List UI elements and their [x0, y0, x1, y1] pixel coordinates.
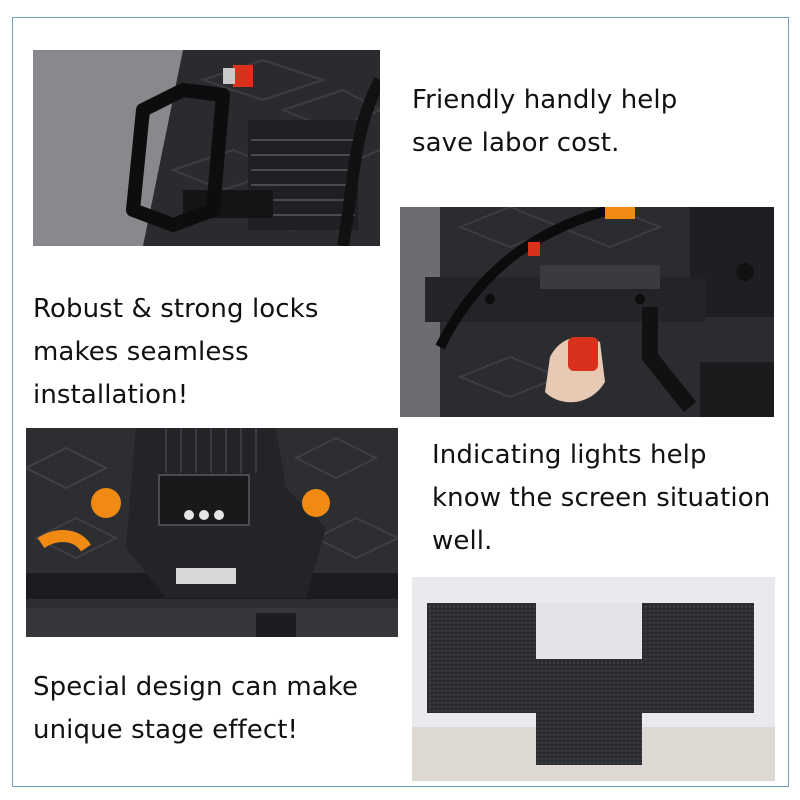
locks-caption-line: installation!: [33, 380, 189, 410]
lights-caption-line: Indicating lights help: [432, 440, 707, 470]
lights-caption-line: know the screen situation: [432, 483, 771, 513]
stage-caption-line: Special design can make: [33, 672, 359, 702]
handle-caption: Friendly handly help save labor cost.: [412, 79, 677, 165]
stage-photo: [412, 577, 775, 781]
lights-caption: Indicating lights help know the screen s…: [432, 434, 770, 563]
locks-caption-line: Robust & strong locks: [33, 294, 319, 324]
locks-caption: Robust & strong locks makes seamless ins…: [33, 288, 318, 417]
handle-photo: [33, 50, 380, 246]
handle-caption-line: save labor cost.: [412, 128, 620, 158]
handle-caption-line: Friendly handly help: [412, 85, 678, 115]
lock-photo: [400, 207, 774, 417]
stage-caption: Special design can make unique stage eff…: [33, 666, 358, 752]
stage-caption-line: unique stage effect!: [33, 715, 299, 745]
locks-caption-line: makes seamless: [33, 337, 249, 367]
lights-caption-line: well.: [432, 526, 493, 556]
indicator-photo: [26, 428, 398, 637]
